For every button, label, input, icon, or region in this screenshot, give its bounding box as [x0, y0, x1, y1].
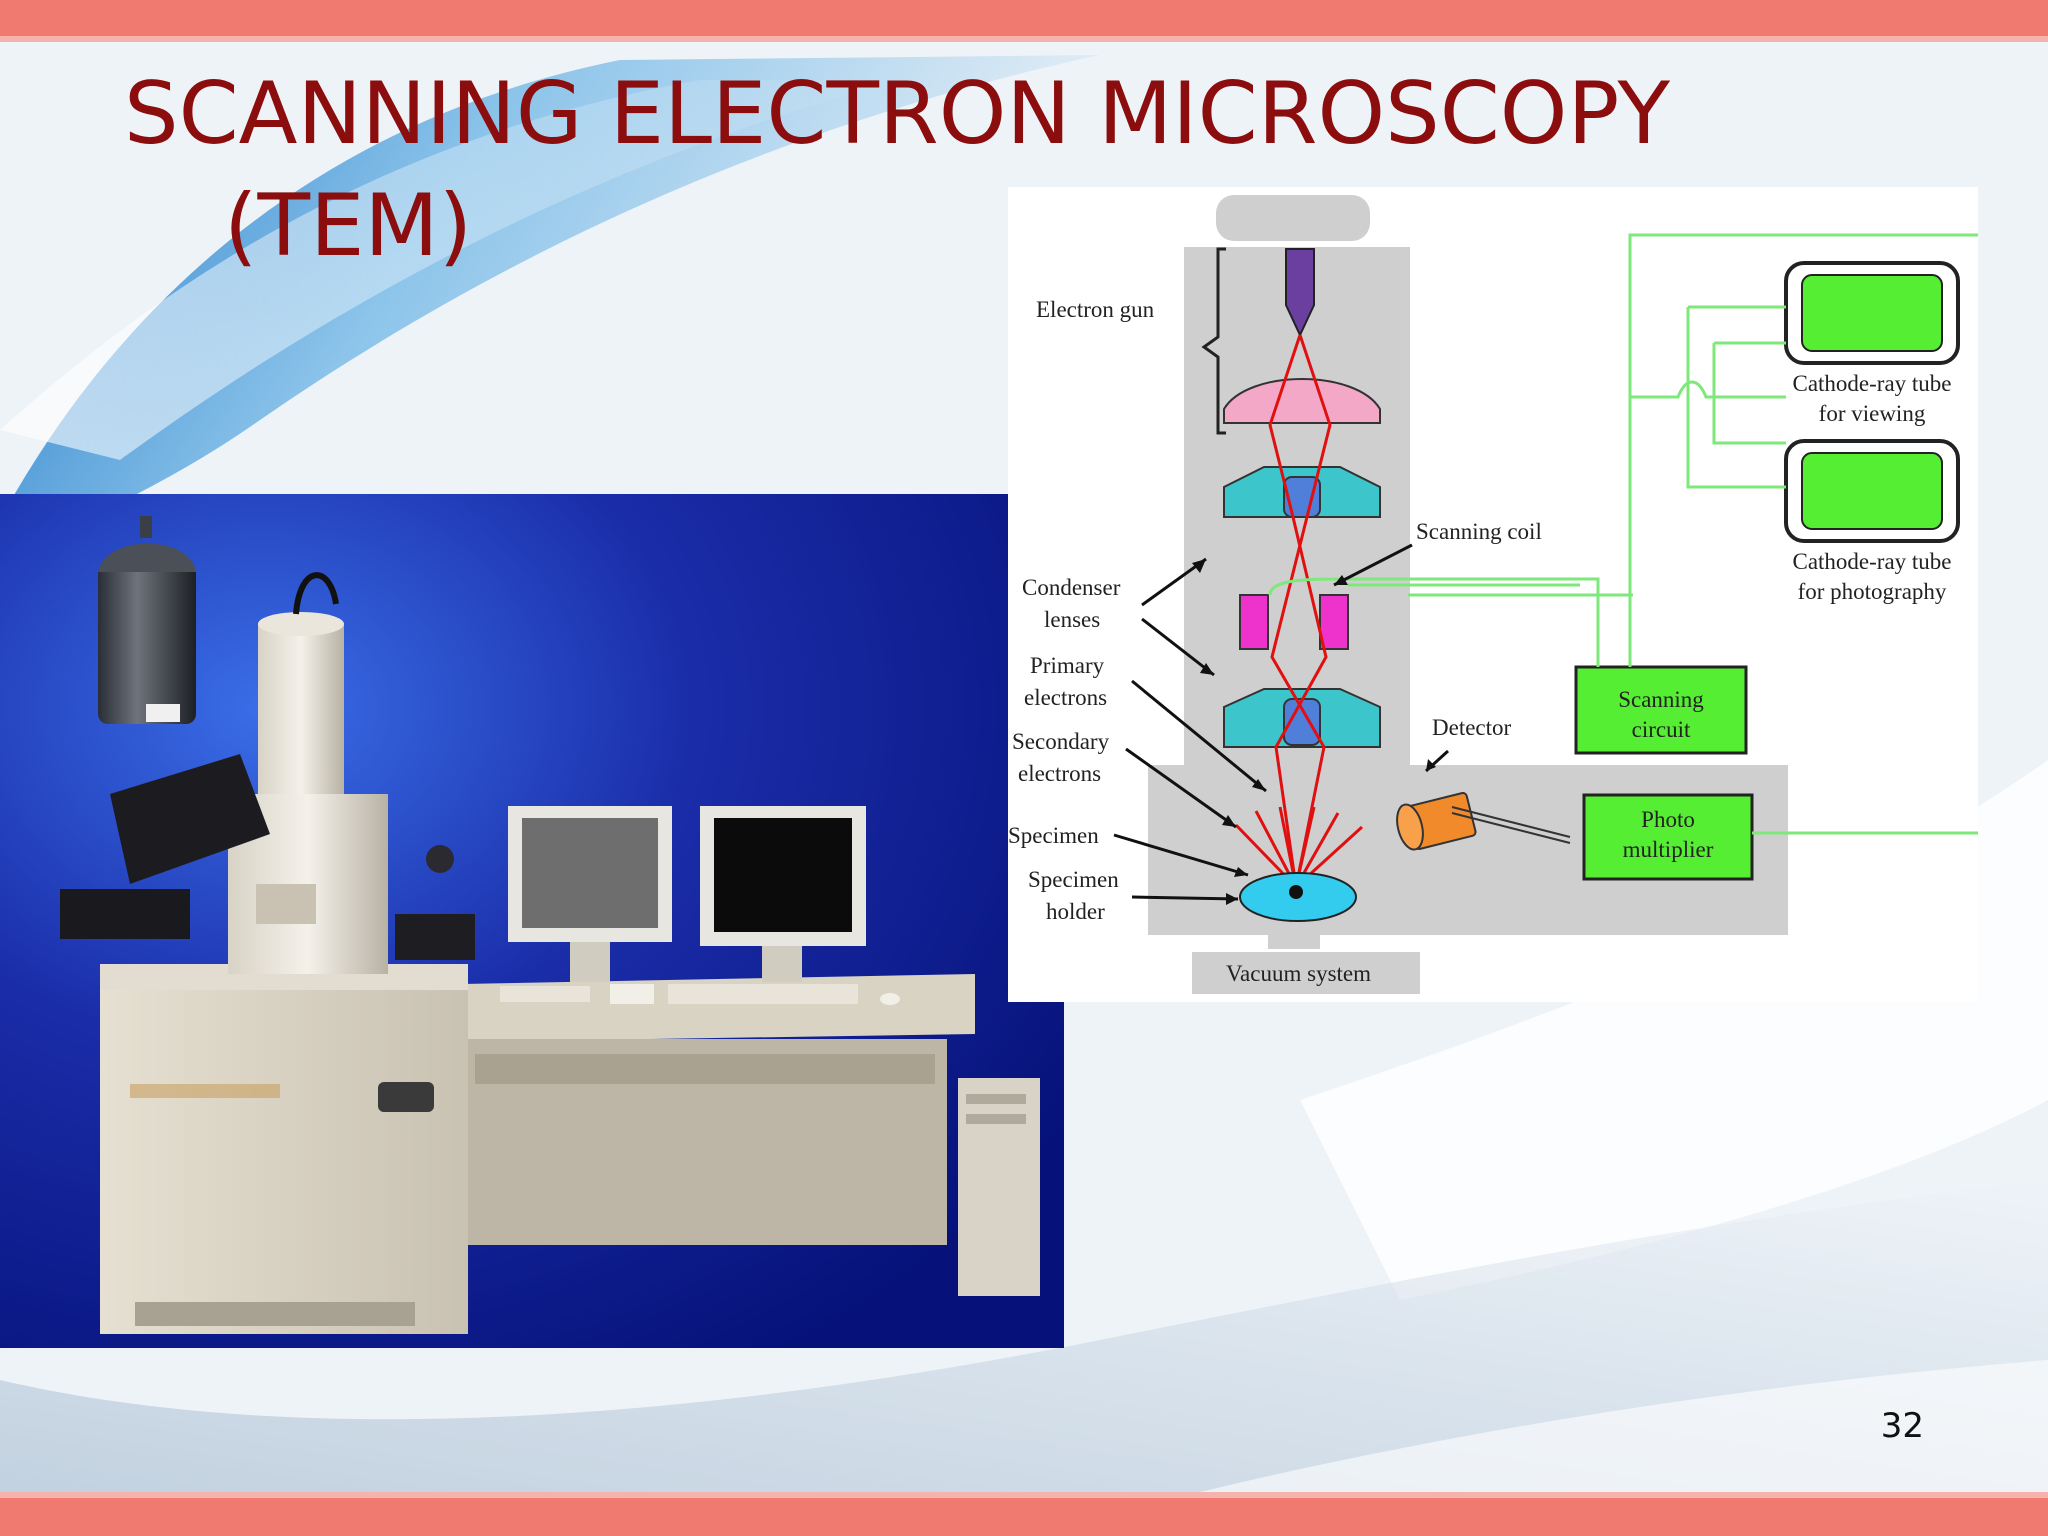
specimen-icon: [1289, 885, 1303, 899]
label-condenser-lenses-2: lenses: [1044, 607, 1100, 632]
slide-title-line-2: (TEM): [224, 176, 473, 276]
sem-schematic-diagram: Electron gun Scanning coil Condenser len…: [1008, 187, 1978, 1002]
label-primary-electrons-1: Primary: [1030, 653, 1105, 678]
electron-gun-icon: [1285, 248, 1315, 338]
column-cap: [1216, 195, 1370, 241]
label-specimen-holder-1: Specimen: [1028, 867, 1119, 892]
label-crt-photography-2: for photography: [1798, 579, 1947, 604]
label-scanning-coil: Scanning coil: [1416, 519, 1542, 544]
top-accent-bar: [0, 0, 2048, 36]
label-photo-multiplier-1: Photo: [1641, 807, 1695, 832]
scanning-circuit-box: [1574, 665, 1748, 755]
scanning-coil-left-icon: [1239, 594, 1269, 650]
crt-viewing-screen: [1801, 274, 1943, 352]
gun-bracket: [1201, 247, 1226, 435]
slide-title: SCANNING ELECTRON MICROSCOPY (TEM): [124, 58, 1824, 282]
label-detector: Detector: [1432, 715, 1512, 740]
label-secondary-electrons-2: electrons: [1018, 761, 1101, 786]
top-accent-line: [0, 36, 2048, 42]
label-condenser-lenses-1: Condenser: [1022, 575, 1121, 600]
label-secondary-electrons-1: Secondary: [1012, 729, 1110, 754]
label-crt-viewing-2: for viewing: [1819, 401, 1926, 426]
vacuum-system-box: [1192, 952, 1420, 994]
sem-instrument-photo: [0, 494, 1064, 1348]
label-primary-electrons-2: electrons: [1024, 685, 1107, 710]
label-scanning-circuit-1: Scanning: [1618, 687, 1704, 712]
crt-photography-screen: [1801, 452, 1943, 530]
label-crt-photography-1: Cathode-ray tube: [1792, 549, 1951, 574]
anode-icon: [1223, 378, 1381, 424]
primary-electron-beam: [1268, 334, 1332, 888]
label-crt-viewing-1: Cathode-ray tube: [1792, 371, 1951, 396]
label-photo-multiplier-2: multiplier: [1623, 837, 1714, 862]
photo-multiplier-box: [1582, 793, 1754, 881]
label-scanning-circuit-2: circuit: [1632, 717, 1691, 742]
label-specimen: Specimen: [1008, 823, 1099, 848]
label-specimen-holder-2: holder: [1046, 899, 1105, 924]
slide-number: 32: [1880, 1406, 1924, 1446]
label-arrowheads: [1192, 559, 1436, 905]
label-vacuum-system: Vacuum system: [1226, 961, 1371, 986]
detector-icon: [1396, 792, 1571, 851]
vacuum-pipe: [1268, 935, 1320, 949]
scanning-coil-right-icon: [1319, 594, 1349, 650]
bottom-accent-line: [0, 1492, 2048, 1498]
bottom-accent-bar: [0, 1498, 2048, 1536]
slide-title-line-1: SCANNING ELECTRON MICROSCOPY: [124, 64, 1670, 164]
label-electron-gun: Electron gun: [1036, 297, 1155, 322]
